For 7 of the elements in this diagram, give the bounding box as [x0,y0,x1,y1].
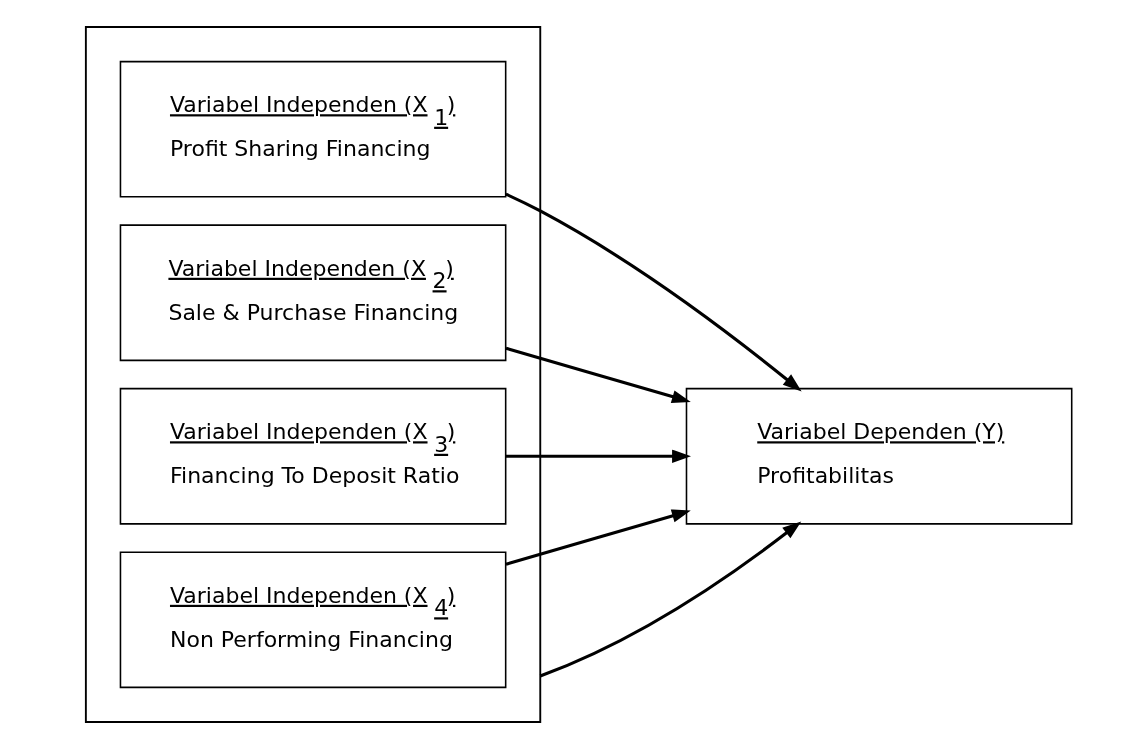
node-box: Variabel Dependen (Y) Profitabilitas [685,387,1073,525]
arrow [505,192,802,392]
arrow [505,346,691,404]
cluster [84,26,542,723]
arrow [539,521,802,678]
arrow [505,509,691,566]
arrow [506,449,691,463]
